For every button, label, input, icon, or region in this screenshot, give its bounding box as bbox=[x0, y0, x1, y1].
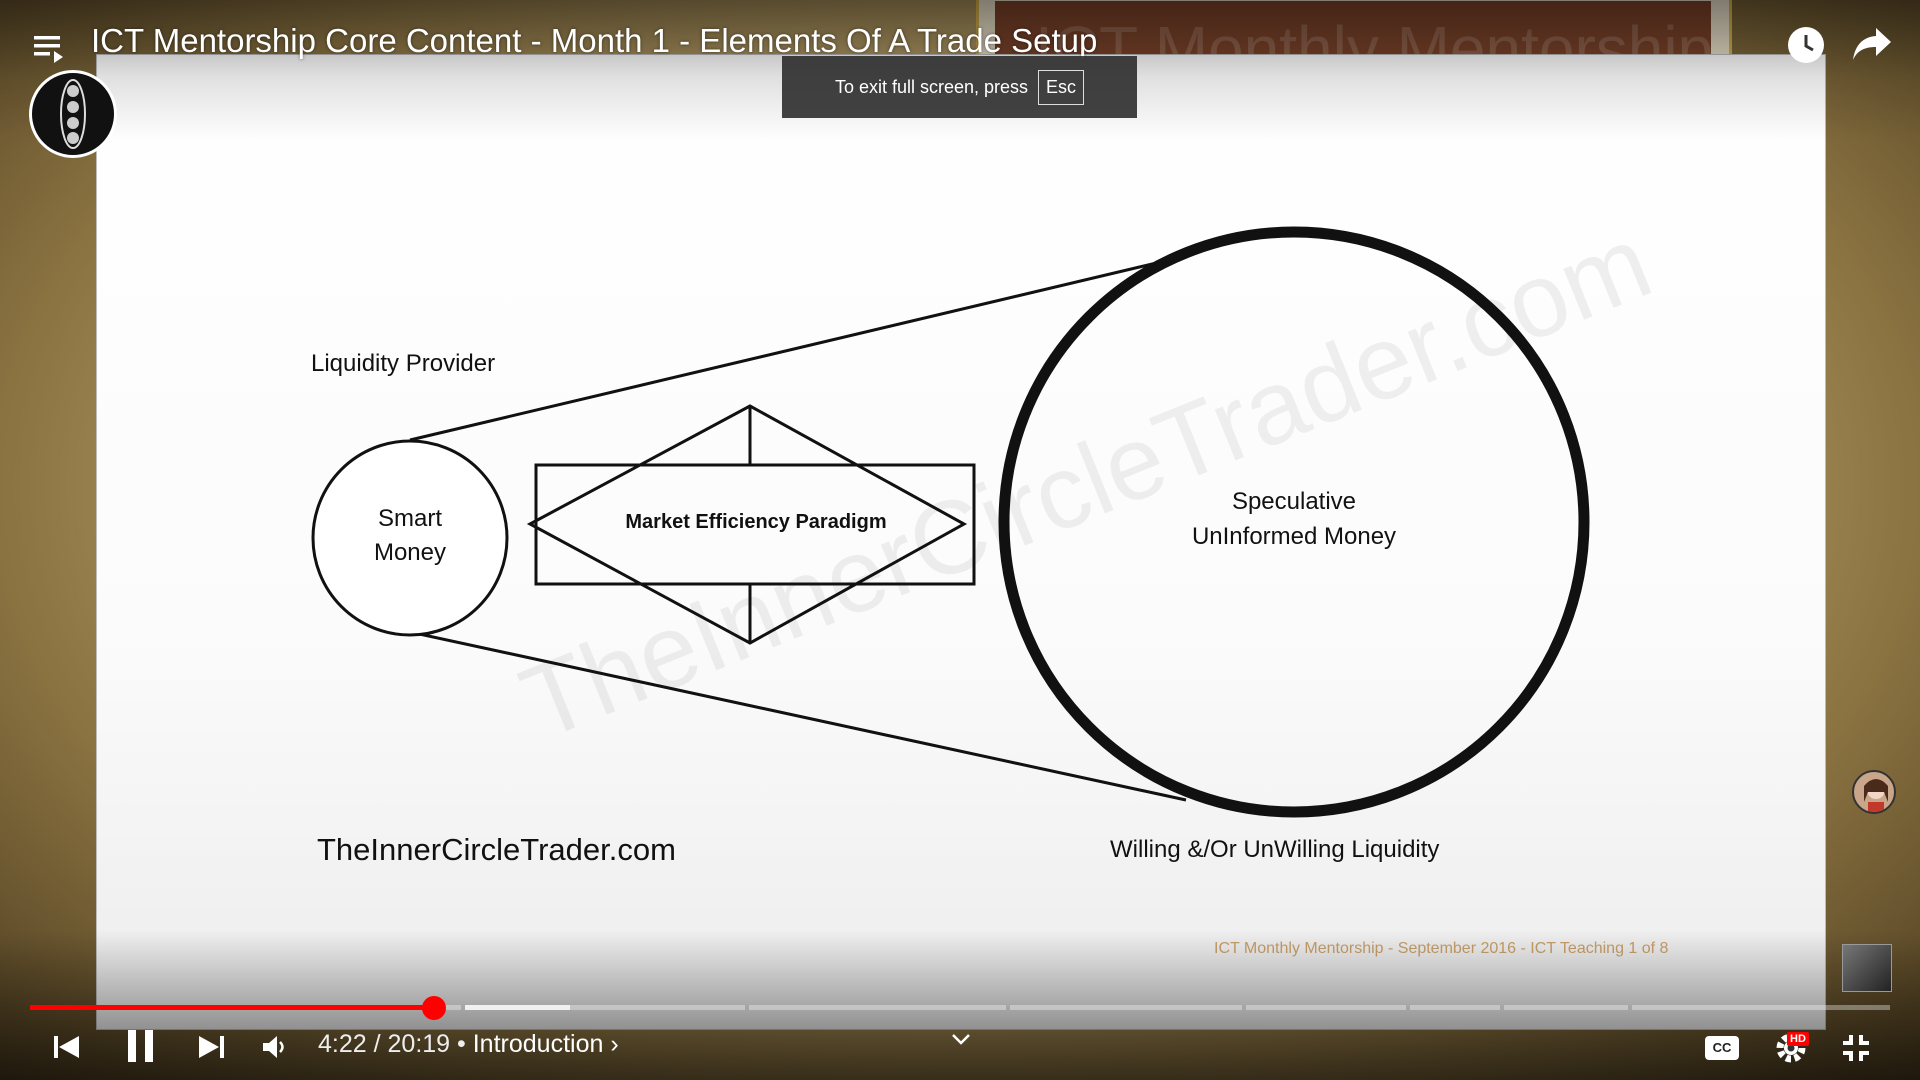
playlist-icon[interactable] bbox=[34, 33, 64, 63]
chapter-segment[interactable] bbox=[749, 1005, 1006, 1010]
chevron-down-icon[interactable] bbox=[950, 1032, 972, 1046]
speculative-line-1: Speculative bbox=[1231, 488, 1357, 515]
chapter-title: Introduction bbox=[472, 1030, 604, 1058]
paradigm-label: Market Efficiency Paradigm bbox=[625, 511, 887, 533]
viewer-avatar[interactable] bbox=[1852, 770, 1896, 814]
watch-later-icon[interactable] bbox=[1787, 26, 1825, 64]
paradigm-rectangle bbox=[534, 463, 976, 586]
time-total: 20:19 bbox=[387, 1030, 451, 1058]
buffered-bar bbox=[465, 1005, 570, 1010]
slide-footer: ICT Monthly Mentorship - September 2016 … bbox=[1214, 940, 1669, 957]
share-icon[interactable] bbox=[1852, 26, 1892, 62]
chapter-segment[interactable] bbox=[1504, 1005, 1628, 1010]
smart-money-label: Smart Money bbox=[350, 502, 470, 570]
end-screen-thumbnail[interactable] bbox=[1842, 944, 1892, 992]
progress-bar[interactable] bbox=[30, 996, 1890, 1020]
next-button[interactable] bbox=[198, 1034, 224, 1060]
smart-money-circle bbox=[311, 439, 509, 637]
diagram: TheInnerCircleTrader.com Liquidity Provi… bbox=[96, 54, 1826, 1030]
time-current: 4:22 bbox=[318, 1030, 367, 1058]
chapter-segment[interactable] bbox=[1010, 1005, 1242, 1010]
chapter-segment[interactable] bbox=[1410, 1005, 1500, 1010]
esc-key-hint: Esc bbox=[1038, 69, 1085, 105]
diagram-shapes bbox=[311, 226, 1590, 818]
chapter-segment[interactable] bbox=[465, 1005, 745, 1010]
played-bar bbox=[30, 1005, 434, 1010]
liquidity-type-label: Willing &/Or UnWilling Liquidity bbox=[1110, 836, 1440, 863]
time-display: 4:22 / 20:19 • Introduction › bbox=[318, 1030, 619, 1059]
smart-money-line-1: Smart bbox=[377, 505, 442, 532]
exit-fullscreen-icon[interactable] bbox=[1842, 1034, 1870, 1062]
liquidity-provider-label: Liquidity Provider bbox=[311, 350, 496, 377]
hd-badge: HD bbox=[1787, 1032, 1809, 1046]
previous-button[interactable] bbox=[54, 1034, 80, 1060]
chapter-title-button[interactable]: Introduction › bbox=[473, 1030, 619, 1058]
time-separator: / bbox=[366, 1030, 388, 1058]
video-title[interactable]: ICT Mentorship Core Content - Month 1 - … bbox=[91, 22, 1098, 59]
smart-money-line-2: Money bbox=[373, 539, 447, 566]
speculative-line-2: UnInformed Money bbox=[1191, 523, 1397, 550]
channel-avatar[interactable] bbox=[29, 70, 117, 158]
speculative-money-circle bbox=[998, 226, 1590, 818]
pause-button[interactable] bbox=[128, 1030, 154, 1062]
captions-button[interactable]: CC bbox=[1705, 1036, 1739, 1060]
paradigm-diamond bbox=[526, 404, 968, 645]
fullscreen-toast: To exit full screen, press Esc bbox=[782, 56, 1137, 118]
scrubber-handle[interactable] bbox=[421, 996, 446, 1020]
volume-icon[interactable] bbox=[263, 1034, 289, 1060]
chapter-segment[interactable] bbox=[1632, 1005, 1890, 1010]
chapter-segment[interactable] bbox=[1246, 1005, 1406, 1010]
chapter-bullet: • bbox=[450, 1030, 473, 1058]
website-label: TheInnerCircleTrader.com bbox=[317, 832, 676, 867]
fullscreen-toast-text: To exit full screen, press bbox=[834, 76, 1029, 97]
upper-connector-line bbox=[409, 254, 1187, 442]
speculative-label: Speculative UnInformed Money bbox=[1136, 484, 1452, 554]
lower-connector-line bbox=[409, 630, 1187, 802]
chapter-chevron-icon: › bbox=[610, 1030, 619, 1058]
